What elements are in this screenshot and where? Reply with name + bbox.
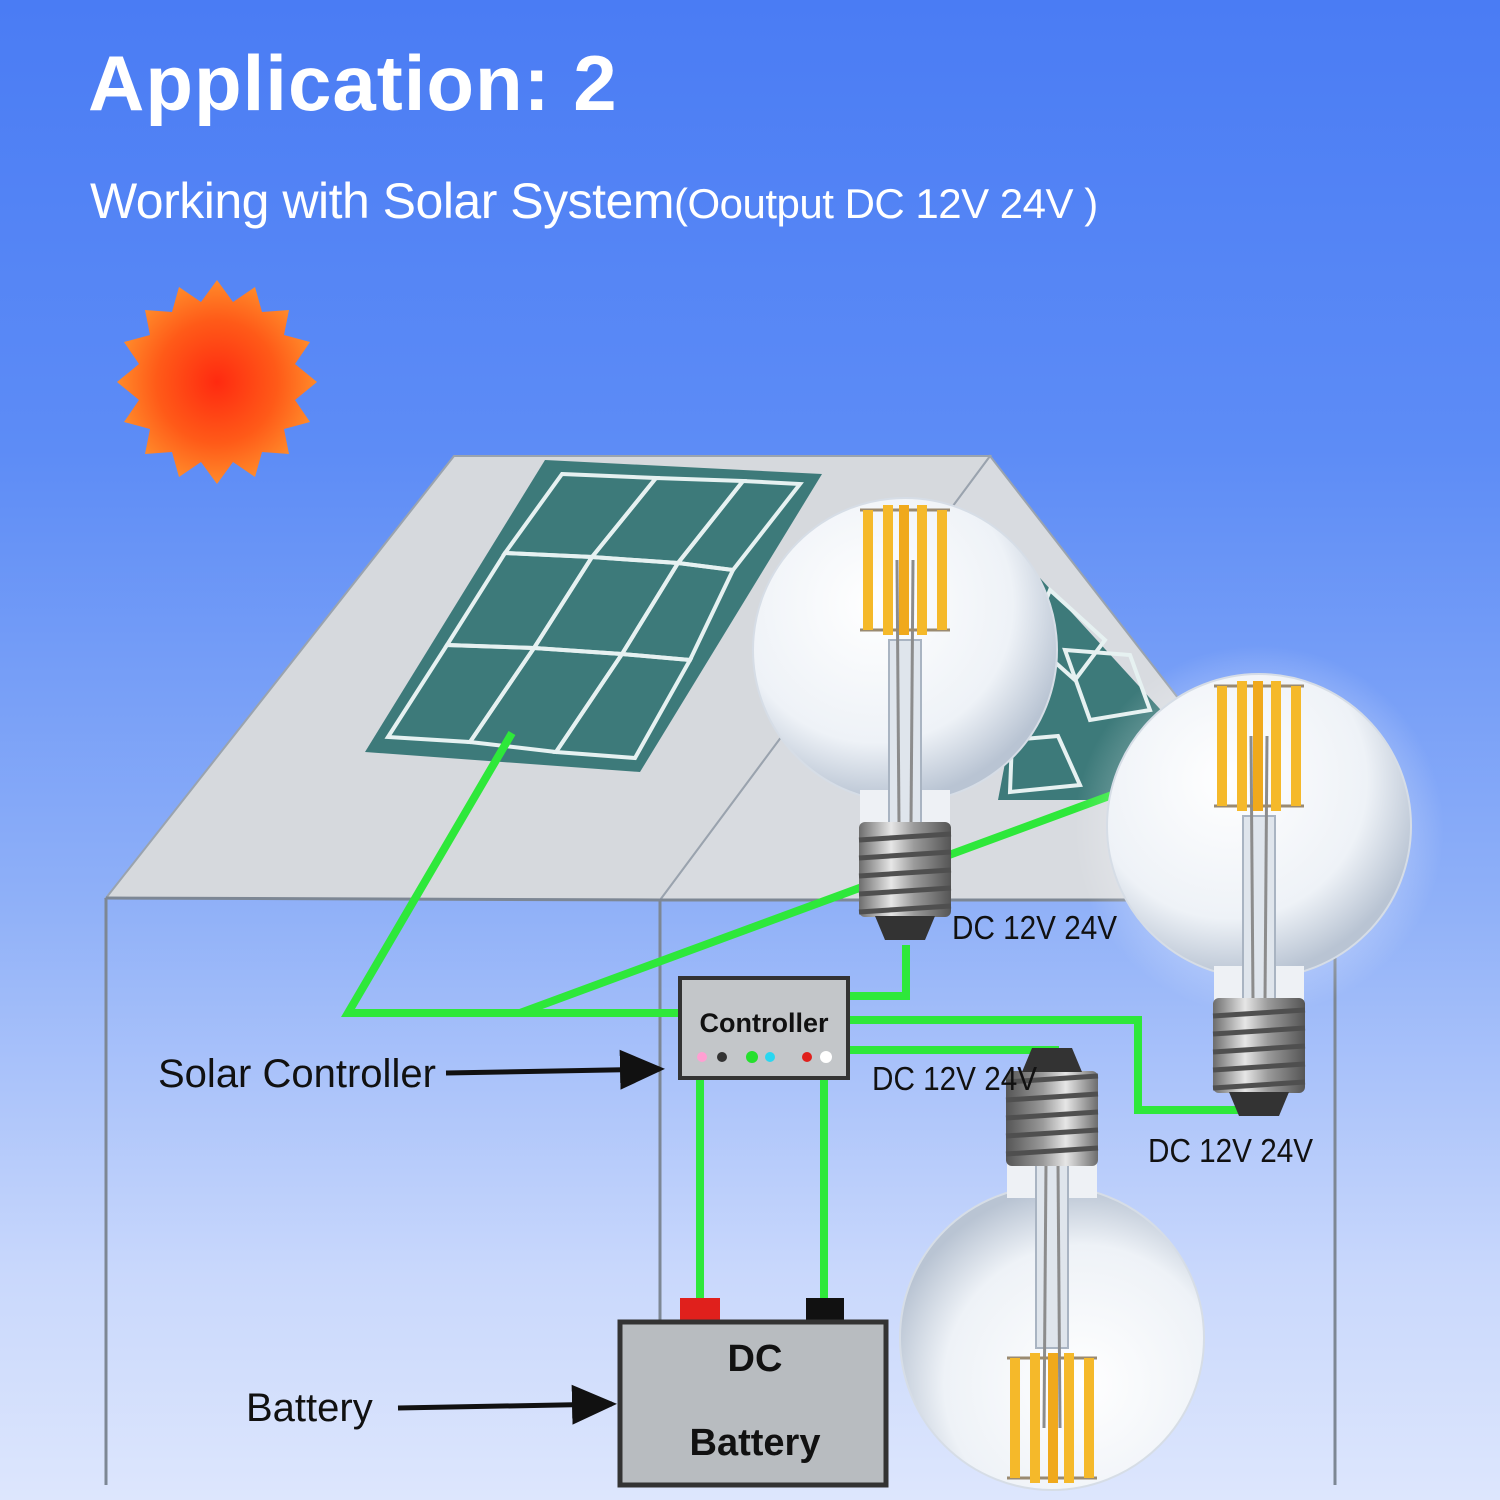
battery-box-label-dc: DC [727, 1338, 783, 1380]
controller-box [678, 976, 850, 1080]
controller-box-label: Controller [699, 1008, 829, 1038]
arrow-right-icon [445, 1049, 665, 1090]
solar-panel [365, 460, 822, 772]
voltage-label-top-bulb: DC 12V 24V [952, 909, 1118, 946]
filament-bulb-icon [900, 1048, 1204, 1490]
solar-controller-label: Solar Controller [158, 1052, 436, 1096]
subtitle-main: Working with Solar System [90, 173, 674, 229]
battery-label: Battery [246, 1386, 373, 1430]
battery-box-label-battery: Battery [689, 1422, 821, 1464]
subtitle-paren: (Ooutput DC 12V 24V ) [673, 180, 1098, 227]
voltage-label-bottom-bulb: DC 12V 24V [872, 1060, 1038, 1097]
filament-bulb-icon [1107, 674, 1411, 1116]
page-title: Application: 2 [88, 39, 618, 127]
sun-icon [117, 280, 317, 484]
battery-box [617, 1298, 889, 1488]
voltage-label-right-bulb: DC 12V 24V [1148, 1132, 1314, 1169]
arrow-right-icon [397, 1384, 617, 1425]
page-subtitle: Working with Solar System(Ooutput DC 12V… [90, 172, 1098, 230]
